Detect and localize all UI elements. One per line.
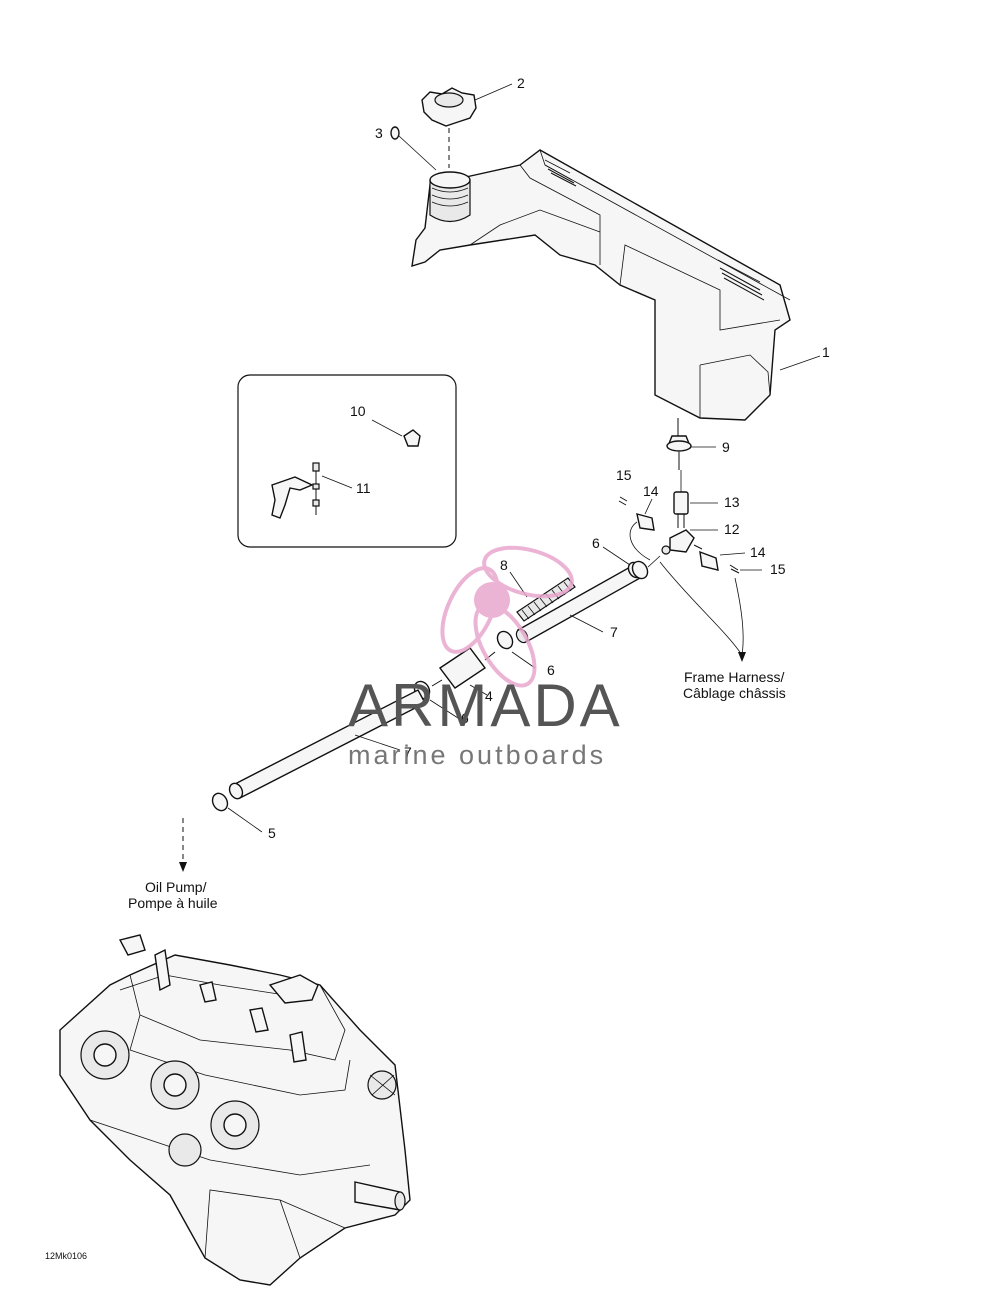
hose-lower bbox=[228, 689, 426, 800]
bracket bbox=[271, 462, 320, 519]
propeller-logo-icon bbox=[440, 545, 574, 688]
callout-1: 1 bbox=[822, 344, 830, 360]
callout-2: 2 bbox=[517, 75, 525, 91]
figure-code: 12Mk0106 bbox=[45, 1251, 87, 1261]
oil-level-sensor bbox=[673, 470, 689, 528]
frame-harness-note-line2: Câblage châssis bbox=[683, 685, 786, 701]
spring bbox=[516, 577, 576, 622]
callout-13: 13 bbox=[724, 494, 740, 510]
grommet bbox=[666, 435, 692, 470]
callout-4: 4 bbox=[485, 688, 493, 704]
clamp-middle bbox=[496, 630, 514, 650]
engine-block bbox=[59, 934, 411, 1286]
callout-15-right: 15 bbox=[770, 561, 786, 577]
tee-fitting bbox=[661, 529, 703, 555]
callout-6-top: 6 bbox=[592, 535, 600, 551]
clip bbox=[403, 429, 421, 447]
oil-pump-note-line2: Pompe à huile bbox=[128, 895, 218, 911]
frame-harness-note-line1: Frame Harness/ bbox=[684, 669, 784, 685]
callout-3: 3 bbox=[375, 125, 383, 141]
callout-12: 12 bbox=[724, 521, 740, 537]
frame-harness-arrows bbox=[659, 561, 746, 662]
callout-14-left: 14 bbox=[643, 483, 659, 499]
connector-left bbox=[629, 513, 655, 561]
callout-15-left: 15 bbox=[616, 467, 632, 483]
inset-detail bbox=[237, 374, 457, 548]
watermark-text: ARMADA marine outboards bbox=[348, 672, 623, 770]
callout-7-lower: 7 bbox=[404, 744, 412, 760]
clamp-top bbox=[631, 560, 649, 580]
notes: Frame Harness/ Câblage châssis Oil Pump/… bbox=[45, 669, 786, 1261]
callout-7-upper: 7 bbox=[610, 624, 618, 640]
callout-labels: 1 2 3 4 5 6 6 6 7 7 8 9 10 11 12 13 14 1… bbox=[268, 75, 830, 841]
watermark-tagline: marine outboards bbox=[348, 740, 606, 770]
tank-vent-grille-right bbox=[719, 267, 765, 301]
watermark-logo bbox=[440, 545, 574, 688]
tank-vent-grille-left bbox=[544, 164, 577, 187]
callout-9: 9 bbox=[722, 439, 730, 455]
filler-cap bbox=[421, 87, 477, 168]
callout-14-right: 14 bbox=[750, 544, 766, 560]
clamp-bottom bbox=[179, 792, 229, 872]
callout-6-middle: 6 bbox=[547, 662, 555, 678]
oil-pump-note-line1: Oil Pump/ bbox=[145, 879, 207, 895]
cap-gasket bbox=[390, 126, 437, 171]
watermark-brand: ARMADA bbox=[348, 672, 623, 739]
callout-10: 10 bbox=[350, 403, 366, 419]
callout-5: 5 bbox=[268, 825, 276, 841]
terminal-left bbox=[618, 496, 628, 506]
terminal-right bbox=[729, 564, 740, 574]
callout-8: 8 bbox=[500, 557, 508, 573]
callout-11: 11 bbox=[356, 480, 371, 496]
leader-lines bbox=[227, 83, 821, 833]
connector-right bbox=[699, 550, 719, 571]
inline-filter bbox=[431, 647, 496, 689]
callout-6-lower: 6 bbox=[461, 710, 469, 726]
oil-tank bbox=[411, 149, 791, 436]
